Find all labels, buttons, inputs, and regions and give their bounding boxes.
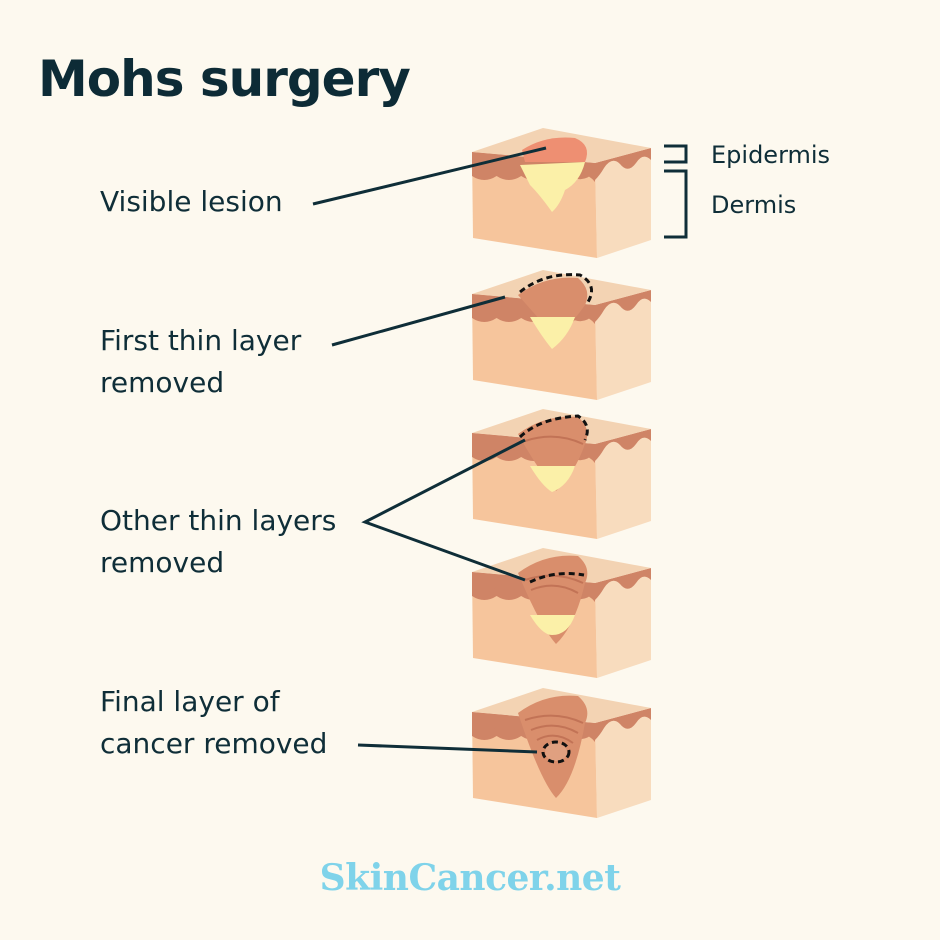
skin-side-face <box>595 568 651 678</box>
skin-side-face <box>595 148 651 258</box>
leader-line <box>312 146 547 206</box>
tumor <box>530 615 575 635</box>
skin-block <box>472 688 651 818</box>
epidermis-side-wavy <box>595 148 651 180</box>
skin-block <box>472 548 651 678</box>
leader-line <box>357 743 538 754</box>
page-title: Mohs surgery <box>38 50 411 108</box>
cut-outline-third <box>529 572 585 584</box>
epidermis-bracket <box>664 144 688 164</box>
skin-side-face <box>595 429 651 539</box>
leader-line <box>331 295 506 347</box>
tumor <box>530 317 575 349</box>
cavity-layer-line <box>536 734 574 744</box>
final-tumor-spot <box>545 743 567 761</box>
cut-outline-final <box>541 740 571 764</box>
cavity-layer-line <box>530 584 579 594</box>
tumor <box>520 162 585 212</box>
skin-block <box>472 128 651 258</box>
label-dermis: Dermis <box>711 191 797 219</box>
skin-side-face <box>595 708 651 818</box>
skin-side-face <box>595 290 651 400</box>
tumor <box>530 466 575 492</box>
skin-block <box>472 270 651 400</box>
label-epidermis: Epidermis <box>711 141 831 169</box>
cavity-layer-line <box>530 724 579 734</box>
epidermis-side-wavy <box>595 429 651 461</box>
cut-outline-first <box>519 273 594 303</box>
cut-outline-second <box>518 414 589 441</box>
epidermis-side-wavy <box>595 708 651 740</box>
cavity-layer-line <box>524 714 584 724</box>
leader-line <box>361 438 526 582</box>
dermis-bracket <box>664 169 688 239</box>
cavity-layer-line <box>524 435 584 445</box>
brand-logo: SkinCancer.net <box>319 857 621 899</box>
epidermis-side-wavy <box>595 290 651 322</box>
lesion-icon <box>522 137 588 162</box>
skin-block <box>472 409 651 539</box>
label-visible-lesion: Visible lesion <box>100 185 283 218</box>
epidermis-side-wavy <box>595 568 651 600</box>
